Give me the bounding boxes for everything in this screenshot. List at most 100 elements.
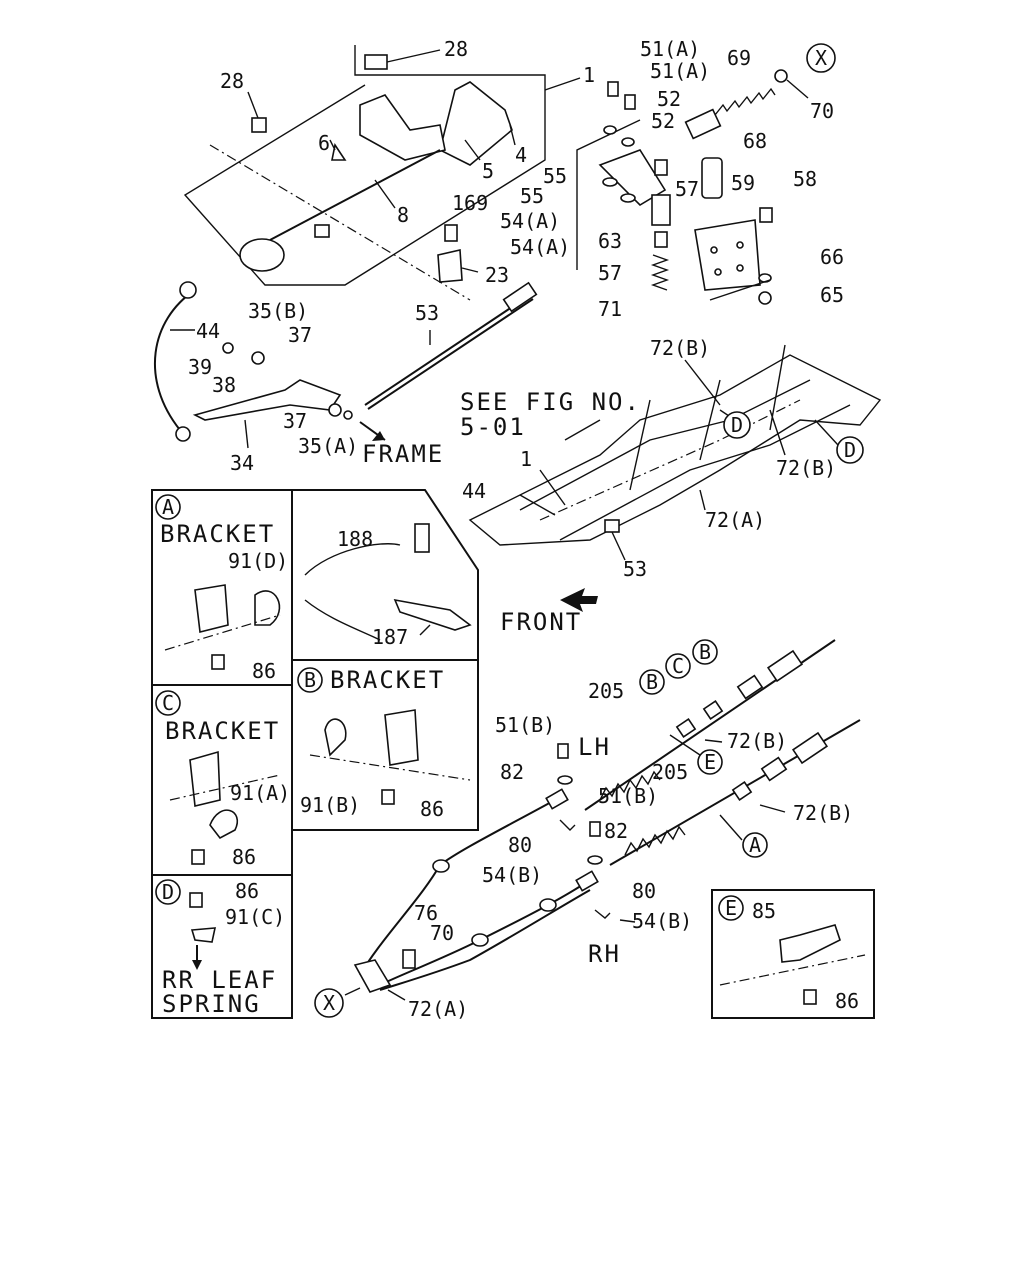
leader: [374, 179, 396, 209]
rh-fitting-2: [760, 756, 788, 782]
label-55-1: 55: [543, 164, 567, 188]
hole: [736, 264, 744, 272]
label-52-2: 52: [651, 109, 675, 133]
hole: [714, 268, 722, 276]
main-cable-1: [359, 799, 556, 976]
label-53: 53: [415, 301, 439, 325]
label-57-2: 57: [598, 261, 622, 285]
label-91d: 91(D): [228, 549, 288, 573]
label-51a-2: 51(A): [650, 59, 710, 83]
leader: [329, 139, 336, 151]
label-86-a: 86: [252, 659, 276, 683]
label-205-rh: 205: [652, 760, 688, 784]
label-91a: 91(A): [230, 781, 290, 805]
label-72b-frame-2: 72(B): [776, 456, 836, 480]
label-70-bottom: 70: [430, 921, 454, 945]
cable-grommet-3: [539, 898, 557, 912]
label-85: 85: [752, 899, 776, 923]
frame-outline: [468, 354, 882, 546]
label-80-rh: 80: [632, 879, 656, 903]
label-91c: 91(C): [225, 905, 285, 929]
panel-e: [711, 889, 875, 1019]
frame-cross-2: [699, 379, 721, 461]
cable-end: [175, 426, 191, 442]
label-76: 76: [414, 901, 438, 925]
frame-cross: [629, 399, 651, 491]
label-frame: FRAME: [362, 440, 444, 468]
bolt-86d: [189, 892, 203, 908]
label-57-1: 57: [675, 177, 699, 201]
front-arrow: [560, 588, 598, 612]
lh-cable-end: [545, 788, 569, 810]
washer-55-b: [620, 193, 636, 203]
circle-ref-e-panel-label: E: [725, 896, 737, 920]
circle-ref-d1: [723, 411, 751, 439]
label-82-lh: 82: [500, 760, 524, 784]
lh-fitting-2: [736, 674, 764, 700]
part-37b: [328, 403, 342, 417]
leader: [719, 814, 743, 841]
circle-ref-c-panel: [155, 690, 181, 716]
label-53-frame: 53: [623, 557, 647, 581]
cable-53-group: [364, 281, 538, 410]
label-4: 4: [515, 143, 527, 167]
circle-ref-d1-label: D: [731, 413, 743, 437]
label-1: 1: [583, 63, 595, 87]
lh-clamp-2: [675, 718, 697, 738]
clip-91d: [254, 590, 281, 626]
leader: [461, 267, 479, 273]
part-54b: [559, 819, 576, 831]
pin-57: [654, 159, 668, 176]
cable-end: [179, 281, 197, 299]
rh-clamp: [731, 781, 753, 801]
label-5: 5: [482, 159, 494, 183]
bolt-51a: [607, 81, 619, 97]
leader: [611, 531, 626, 561]
label-44: 44: [196, 319, 220, 343]
leader: [519, 494, 556, 516]
equalizer-group: [192, 342, 386, 449]
leader: [509, 124, 516, 146]
cable-grommet-2: [471, 933, 489, 947]
part-39: [222, 342, 234, 354]
frame-rail-2: [559, 404, 851, 541]
hole: [710, 246, 718, 254]
cable-route: [539, 399, 801, 521]
label-8: 8: [397, 203, 409, 227]
leader: [344, 987, 361, 996]
label-82-rh: 82: [604, 819, 628, 843]
label-rr-leaf: RR LEAF: [162, 966, 277, 994]
bolt-86c: [191, 849, 205, 865]
leader: [544, 77, 581, 91]
label-see-fig: SEE FIG NO.: [460, 388, 641, 416]
part-35a: [343, 410, 353, 420]
washer-82: [557, 775, 573, 785]
label-28-top: 28: [444, 37, 468, 61]
bolt-51a-2: [624, 94, 636, 110]
label-bracket-a: BRACKET: [160, 520, 275, 548]
leader: [786, 79, 809, 99]
label-spring: SPRING: [162, 990, 261, 1018]
bolt-86b: [381, 789, 395, 805]
cable-53: [364, 294, 531, 406]
pin-68: [701, 157, 723, 199]
cable-44-group: [153, 281, 197, 442]
lever-rod: [269, 149, 441, 241]
circle-ref-d2-label: D: [844, 438, 856, 462]
circle-ref-d2: [836, 436, 864, 464]
label-35b: 35(B): [248, 299, 308, 323]
dash-line: [719, 954, 866, 986]
label-44-frame: 44: [462, 479, 486, 503]
leader: [244, 419, 249, 449]
leader: [669, 734, 701, 756]
circle-ref-b-panel: [297, 667, 323, 693]
label-lh: LH: [578, 733, 611, 761]
nut-70: [774, 69, 788, 83]
bolt-58: [759, 207, 773, 223]
dash-line: [309, 754, 471, 781]
clip: [314, 224, 330, 238]
leader: [386, 49, 441, 63]
washer-52-b: [621, 137, 635, 147]
washer-55: [602, 177, 618, 187]
